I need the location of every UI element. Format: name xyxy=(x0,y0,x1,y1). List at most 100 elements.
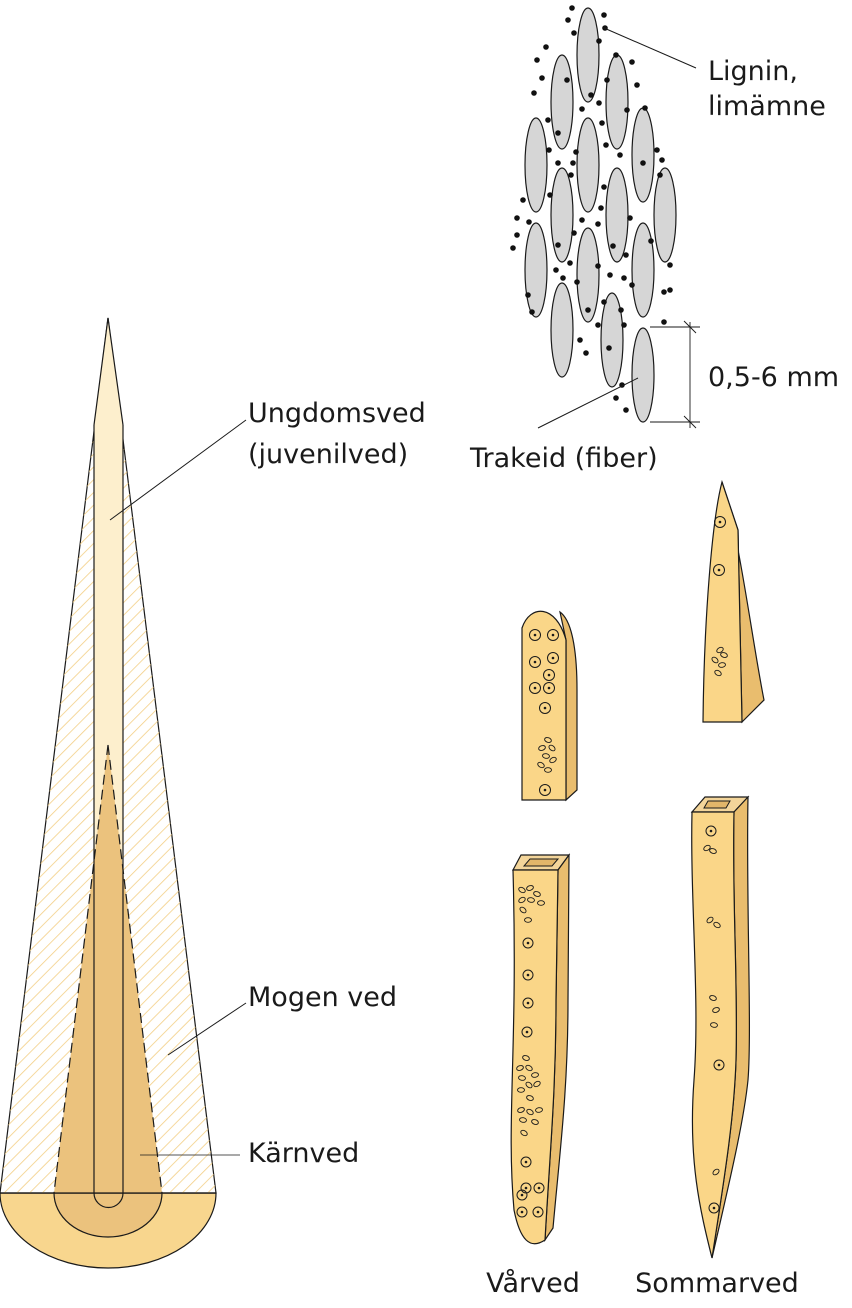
lignin-dot xyxy=(661,289,667,295)
simple-pit xyxy=(518,1075,526,1081)
heartwood-cone xyxy=(54,745,162,1193)
heartwood-base xyxy=(53,1192,163,1238)
lignin-dot xyxy=(579,217,585,223)
summerwood-cell-short xyxy=(702,479,765,724)
bordered-pit xyxy=(516,1189,528,1201)
lignin-dot xyxy=(579,106,585,112)
pit-aperture xyxy=(524,1186,528,1190)
simple-pit xyxy=(716,646,724,654)
lignin-dot xyxy=(607,272,613,278)
juvenile-wood-label-line2: (juvenilved) xyxy=(248,439,409,470)
lignin-dot xyxy=(627,215,633,221)
bordered-pit xyxy=(520,1182,532,1194)
fiber-cell xyxy=(524,222,548,318)
lignin-dot xyxy=(595,221,601,227)
fiber-cell xyxy=(576,227,600,323)
simple-pit xyxy=(526,1108,534,1116)
lignin-dot xyxy=(596,100,602,106)
simple-pit xyxy=(703,844,711,852)
bordered-pit xyxy=(547,652,559,664)
lignin-dot xyxy=(617,152,623,158)
summerwood-label: Sommarved xyxy=(635,1268,799,1299)
lignin-dot xyxy=(621,275,627,281)
lignin-dot xyxy=(534,57,540,63)
fiber-cell xyxy=(600,292,624,388)
lignin-dots xyxy=(510,5,673,413)
fiber-length-label: 0,5-6 mm xyxy=(708,362,840,393)
lignin-dot xyxy=(514,215,520,221)
lignin-dot xyxy=(564,77,570,83)
trunk-section xyxy=(0,317,247,1269)
bordered-pit xyxy=(533,1182,545,1194)
simple-pit xyxy=(535,1107,543,1113)
fiber-cell xyxy=(550,54,574,150)
simple-pit xyxy=(542,753,550,759)
lignin-dot xyxy=(634,82,640,88)
juvenile-wood-label-line1: Ungdomsved xyxy=(248,398,426,429)
lignin-dot xyxy=(601,184,607,190)
bordered-pit xyxy=(522,969,534,981)
lignin-dot xyxy=(667,287,673,293)
lignin-dot xyxy=(571,30,577,36)
springwood-cell-short xyxy=(521,610,578,802)
fiber-cell xyxy=(550,282,574,378)
bordered-pit xyxy=(539,784,551,796)
lignin-dot xyxy=(560,275,566,281)
pits-springwood-long xyxy=(516,885,545,1218)
lignin-dot xyxy=(601,299,607,305)
lignin-dot xyxy=(606,345,612,351)
lignin-dot xyxy=(613,52,619,58)
lignin-dot xyxy=(543,44,549,50)
lignin-dot xyxy=(571,230,577,236)
simple-pit xyxy=(537,761,545,769)
simple-pit xyxy=(517,1087,525,1093)
bordered-pit xyxy=(708,1202,720,1214)
lignin-dot xyxy=(526,219,532,225)
lignin-dot xyxy=(659,157,665,163)
lignin-dot xyxy=(667,262,673,268)
pit-aperture xyxy=(533,660,537,664)
lignin-dot xyxy=(585,307,591,313)
lignin-dot xyxy=(610,243,616,249)
pit-aperture xyxy=(547,673,551,677)
simple-pit xyxy=(526,885,534,891)
lignin-dot xyxy=(555,242,561,248)
lignin-dot xyxy=(568,172,574,178)
lignin-dot xyxy=(514,232,520,238)
simple-pit xyxy=(706,916,714,924)
lignin-dot xyxy=(603,142,609,148)
lignin-dot xyxy=(510,245,516,251)
pit-aperture xyxy=(717,1063,721,1067)
lignin-dot xyxy=(539,75,545,81)
simple-pit xyxy=(544,737,552,743)
springwood-cell-long xyxy=(510,853,571,1245)
lignin-dot xyxy=(583,350,589,356)
pit-aperture xyxy=(533,686,537,690)
lignin-dot xyxy=(595,322,601,328)
fiber-cell xyxy=(524,117,548,213)
bordered-pit xyxy=(714,516,726,528)
bordered-pit xyxy=(522,997,534,1009)
pit-aperture xyxy=(717,568,721,572)
bordered-pit xyxy=(520,1156,532,1168)
simple-pit xyxy=(713,921,721,929)
lignin-dot xyxy=(555,130,561,136)
lignin-dot xyxy=(545,117,551,123)
lignin-dot xyxy=(621,322,627,328)
simple-pit xyxy=(711,656,719,664)
lignin-dot xyxy=(624,107,630,113)
simple-pit xyxy=(526,1095,534,1101)
simple-pit xyxy=(518,896,526,904)
pit-aperture xyxy=(524,1160,528,1164)
fiber-cell xyxy=(550,167,574,263)
fiber-cell xyxy=(631,222,655,318)
simple-pit xyxy=(524,917,532,923)
pit-aperture xyxy=(526,1001,530,1005)
lignin-dot xyxy=(648,238,654,244)
pit-aperture xyxy=(520,1210,524,1214)
pit-aperture xyxy=(526,941,530,945)
pit-aperture xyxy=(551,633,555,637)
lignin-dot xyxy=(598,205,604,211)
lignin-dot xyxy=(604,77,610,83)
